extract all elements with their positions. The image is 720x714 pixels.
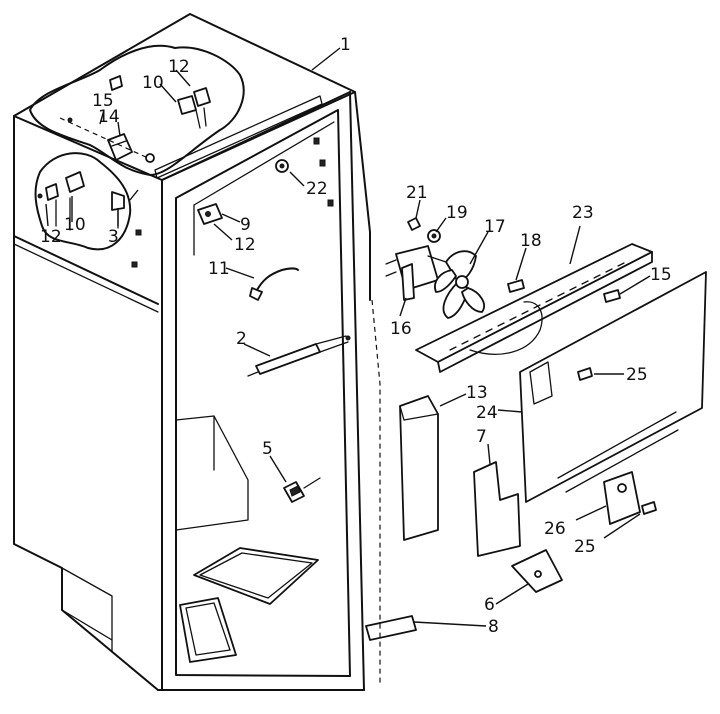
part-11-wire: [255, 267, 299, 293]
label-13: 13: [466, 383, 488, 403]
part-21-screw: [407, 217, 421, 231]
label-10a: 10: [142, 73, 164, 93]
part-15-screw: [603, 289, 621, 303]
part-6-bracket: [511, 549, 563, 593]
part-11-connector: [249, 287, 263, 301]
part-18-screw: [507, 279, 525, 293]
label-12a: 12: [168, 57, 190, 77]
label-7: 7: [476, 427, 487, 447]
label-15a: 15: [92, 91, 114, 111]
label-3: 3: [108, 227, 119, 247]
label-9: 9: [240, 215, 251, 235]
part-25b-screw: [641, 501, 657, 515]
part-24-panel: [519, 271, 707, 503]
label-16: 16: [390, 319, 412, 339]
part-labels: 1 12 10 15 14 3 12 10 22 9 12 11 2 5 21 …: [40, 35, 672, 637]
label-12b: 12: [40, 227, 62, 247]
part-25a-screw: [577, 367, 593, 381]
label-25a: 25: [626, 365, 648, 385]
label-11: 11: [208, 259, 230, 279]
label-15b: 15: [650, 265, 672, 285]
label-21: 21: [406, 183, 428, 203]
part-17-fan-blade: [434, 250, 485, 319]
label-17: 17: [484, 217, 506, 237]
label-2: 2: [236, 329, 247, 349]
label-25b: 25: [574, 537, 596, 557]
label-26: 26: [544, 519, 566, 539]
label-24: 24: [476, 403, 498, 423]
cabinet-liner: [13, 13, 371, 691]
label-10b: 10: [64, 215, 86, 235]
part-13-duct: [399, 395, 439, 541]
cutaway-top: [29, 44, 245, 176]
label-23: 23: [572, 203, 594, 223]
top-cutaway-components: [59, 75, 211, 163]
label-18: 18: [520, 231, 542, 251]
label-5: 5: [262, 439, 273, 459]
part-23-shroud: [415, 243, 653, 373]
leader-lines: [45, 47, 651, 627]
part-19-screw: [427, 229, 441, 243]
label-8: 8: [488, 617, 499, 637]
part-8-rail: [365, 615, 417, 641]
part-9-bracket: [197, 203, 223, 225]
label-12c: 12: [234, 235, 256, 255]
label-6: 6: [484, 595, 495, 615]
label-22: 22: [306, 179, 328, 199]
part-26-plate: [603, 471, 641, 525]
label-14: 14: [98, 107, 120, 127]
part-5-switch: [283, 477, 321, 503]
part-2-heater: [247, 335, 351, 377]
alignment-line: [371, 299, 381, 686]
part-7-insulation: [473, 461, 521, 557]
label-1: 1: [340, 35, 351, 55]
label-19: 19: [446, 203, 468, 223]
part-22-screw: [275, 159, 289, 173]
cutaway-left: [34, 152, 132, 251]
